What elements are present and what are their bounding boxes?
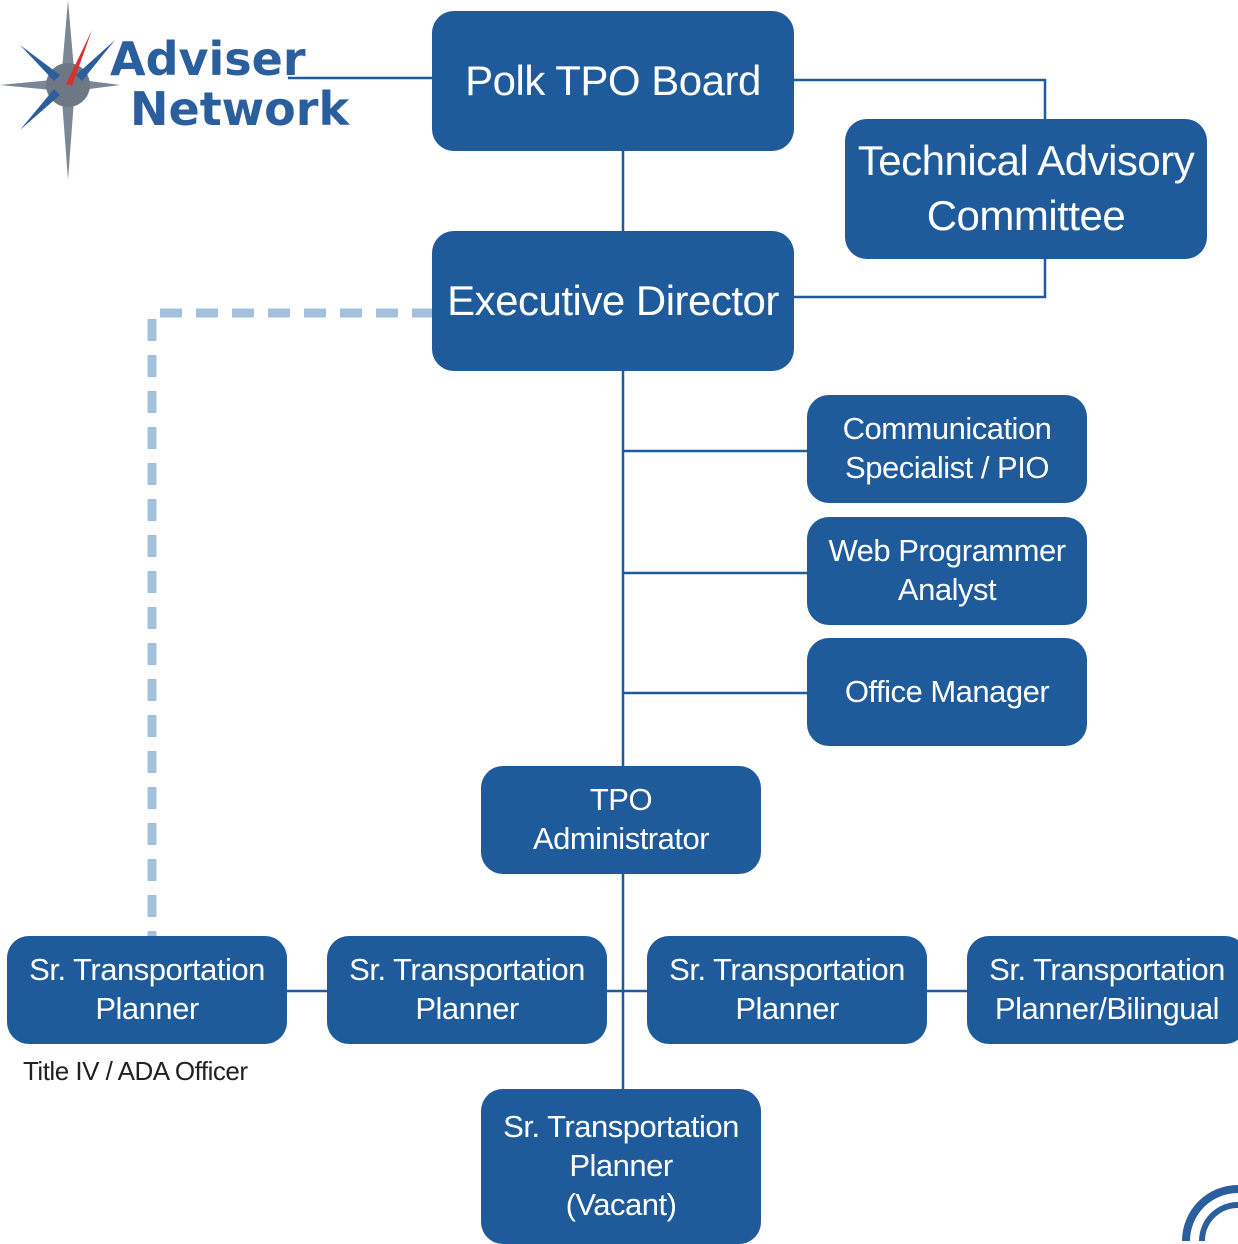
node-admin-label: TPO Administrator [532, 782, 710, 856]
node-planner3-label: Sr. Transportation Planner [669, 952, 905, 1026]
node-planner4-label: Sr. Transportation Planner/Bilingual [989, 952, 1225, 1026]
node-planner2-label: Sr. Transportation Planner [349, 952, 585, 1026]
node-planner-2: Sr. Transportation Planner [327, 936, 607, 1044]
dashed-connector-title-iv [147, 308, 434, 940]
compass-icon [0, 0, 120, 180]
node-planner-bilingual: Sr. Transportation Planner/Bilingual [967, 936, 1238, 1044]
node-office-manager: Office Manager [807, 638, 1087, 746]
node-planner-3: Sr. Transportation Planner [647, 936, 927, 1044]
node-polk-tpo-board: Polk TPO Board [432, 11, 794, 151]
node-tpo-administrator: TPO Administrator [481, 766, 761, 874]
title-iv-note: Title IV / ADA Officer [23, 1056, 248, 1086]
node-polk-tpo-board-label: Polk TPO Board [465, 56, 761, 104]
node-tac-label: Technical Advisory Committee [857, 137, 1195, 239]
connector-exec-tac [792, 258, 1047, 299]
node-technical-advisory-committee: Technical Advisory Committee [845, 119, 1207, 259]
node-executive-director: Executive Director [432, 231, 794, 371]
connector-board-tac [792, 78, 1047, 122]
node-planner-vacant: Sr. Transportation Planner (Vacant) [481, 1089, 761, 1244]
node-office-label: Office Manager [844, 673, 1050, 709]
node-web-programmer: Web Programmer Analyst [807, 517, 1087, 625]
node-web-label: Web Programmer Analyst [828, 533, 1066, 607]
node-planner1-label: Sr. Transportation Planner [29, 952, 265, 1026]
node-communication-specialist: Communication Specialist / PIO [807, 395, 1087, 503]
corner-seal-icon [1168, 1171, 1238, 1241]
logo-line2: Network [130, 82, 350, 136]
node-executive-director-label: Executive Director [447, 276, 779, 324]
logo-line1: Adviser [110, 32, 306, 86]
node-planner-title-iv: Sr. Transportation Planner [7, 936, 287, 1044]
node-comm-label: Communication Specialist / PIO [842, 411, 1052, 485]
node-planner5-label: Sr. Transportation Planner (Vacant) [503, 1109, 739, 1222]
